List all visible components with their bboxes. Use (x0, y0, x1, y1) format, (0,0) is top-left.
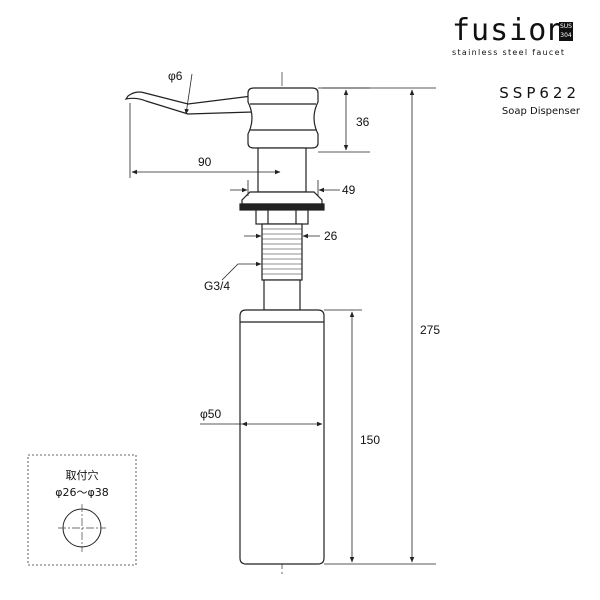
spout-reach-label: 90 (198, 155, 212, 169)
model-number: SSP622 (499, 84, 580, 102)
head-height-label: 36 (356, 115, 370, 129)
hex-nut (255, 209, 309, 225)
mounting-range: φ26～φ38 (55, 486, 109, 499)
bottle (239, 309, 325, 565)
spout (124, 91, 253, 115)
mounting-hole-box: 取付穴 φ26～φ38 (27, 454, 137, 566)
pump-head (247, 87, 319, 149)
brand-tagline: stainless steel faucet (452, 48, 566, 57)
badge-line-2: 304 (560, 32, 572, 39)
brand-logo: fusion SUS 304 stainless steel faucet (452, 16, 582, 57)
thread-leader (221, 261, 262, 281)
total-height-label: 275 (420, 323, 440, 337)
neck (263, 279, 301, 311)
bottle-dia-label: φ50 (200, 407, 221, 421)
stem (257, 147, 307, 193)
bottle-height-label: 150 (360, 433, 380, 447)
head-dia-label: 49 (342, 183, 356, 197)
brand-name: fusion (452, 13, 567, 48)
badge-line-1: SUS (559, 23, 572, 30)
mounting-title: 取付穴 (66, 468, 99, 482)
thread-hatching (262, 228, 302, 275)
material-badge: SUS 304 (559, 22, 573, 41)
gasket (239, 203, 325, 211)
nozzle-dia-label: φ6 (168, 69, 183, 83)
thread-label: G3/4 (204, 279, 230, 293)
threaded-shank (261, 223, 303, 281)
nozzle-dim-line (184, 73, 193, 115)
shank-dia-label: 26 (324, 229, 338, 243)
flange (241, 191, 323, 205)
product-category: Soap Dispenser (501, 106, 580, 117)
dispenser-outline (124, 87, 325, 565)
